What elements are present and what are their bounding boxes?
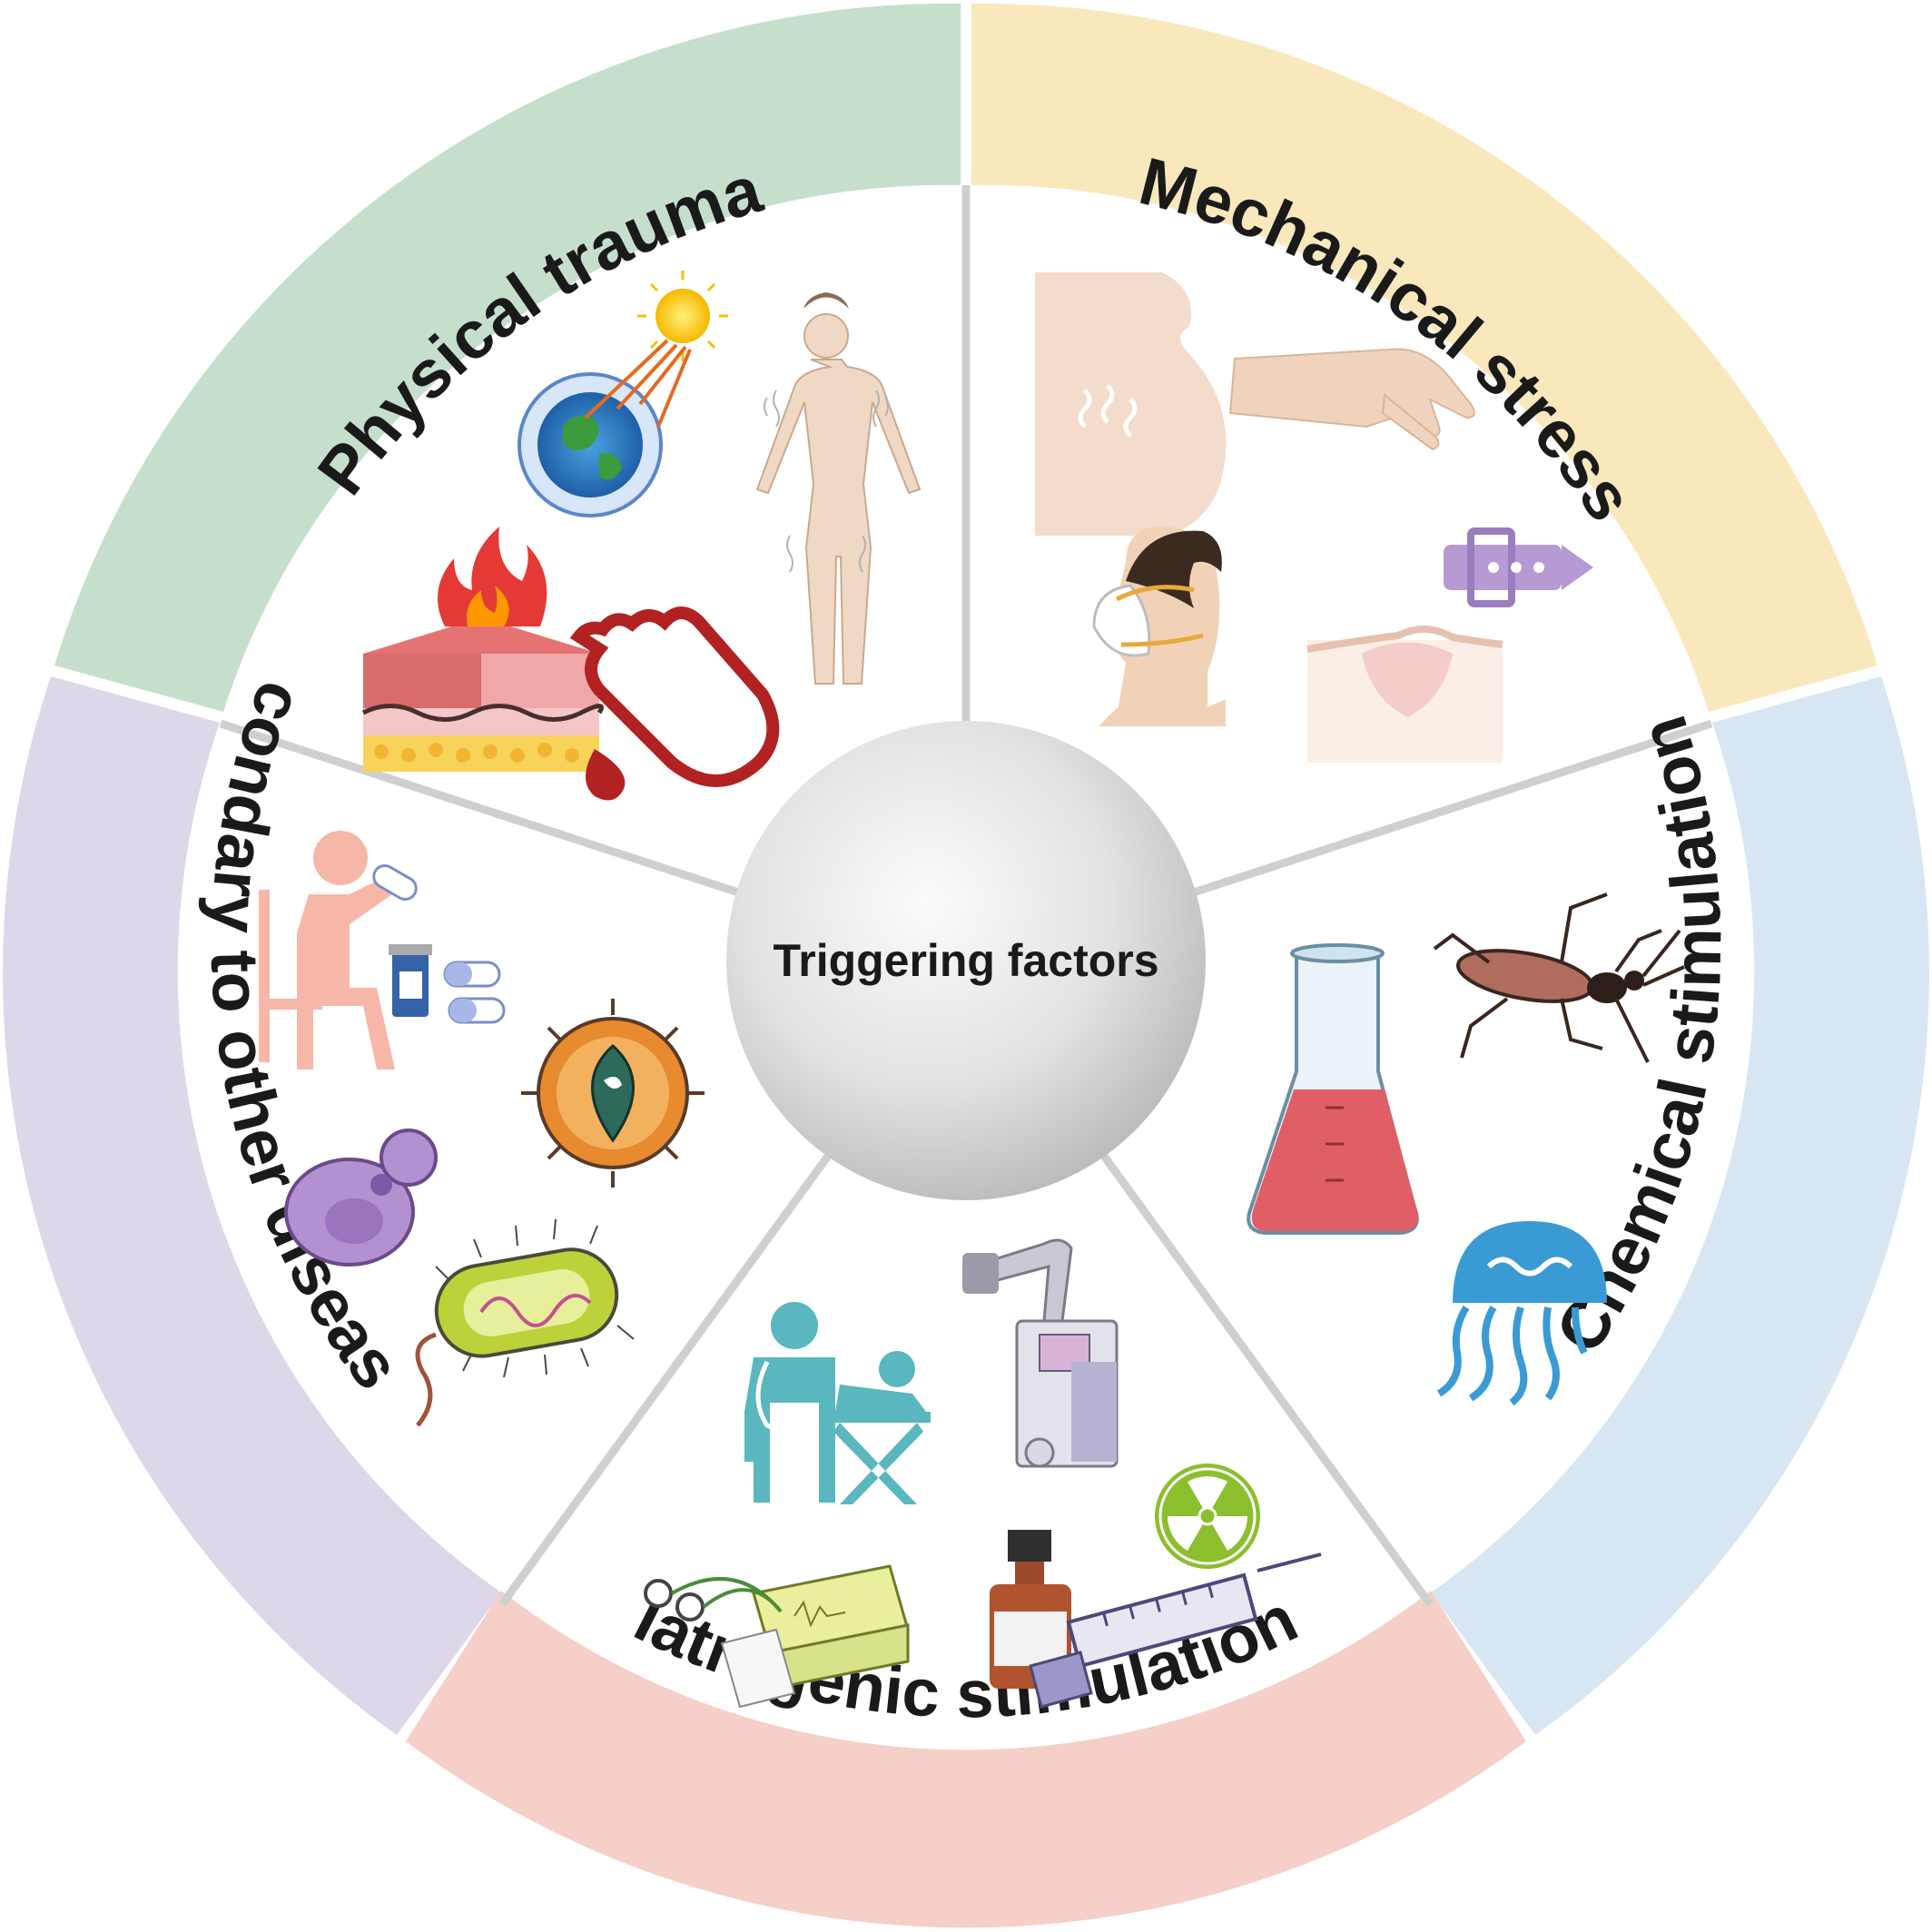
yeast-cell-icon [284, 1129, 438, 1267]
x-ray-machine-icon [962, 1238, 1119, 1468]
syringe-icon [1029, 1552, 1322, 1709]
chemical-icons [1247, 892, 1685, 1406]
face-mask-icon [1092, 527, 1226, 726]
center-hub: Triggering factors [726, 721, 1206, 1200]
outer-ring [3, 3, 1929, 1928]
sector-band-iatrogenic [406, 1591, 1526, 1928]
radiation-icon [1155, 1464, 1260, 1569]
sector-band-chemical [1431, 676, 1929, 1735]
jellyfish-icon [1436, 1221, 1607, 1406]
center-hub-sphere [726, 721, 1206, 1200]
sector-dividers [219, 185, 1713, 1607]
insect-icon [1433, 892, 1685, 1063]
iatrogenic-icons [644, 1238, 1322, 1709]
physical-icons [361, 271, 922, 801]
person-taking-pill-icon [259, 831, 395, 1070]
scratching-hand-icon [1228, 348, 1475, 451]
sector-band-secondary [3, 676, 502, 1735]
sector-band-mechanical [971, 3, 1878, 712]
mechanical-icons [1035, 272, 1593, 763]
sector-band-physical [54, 3, 961, 713]
skin-lesion-icon [1306, 625, 1503, 763]
virus-icon [521, 999, 705, 1188]
flask-icon [1247, 943, 1419, 1235]
doctor-patient-icon [744, 1302, 931, 1504]
bacterium-icon [415, 1218, 635, 1427]
sun-radiation-earth-icon [518, 271, 728, 518]
pill-bottle-icon [372, 864, 506, 1024]
medicine-vial-icon [990, 1530, 1071, 1689]
bleeding-hand-icon [569, 606, 780, 801]
human-body-cold-icon [755, 292, 922, 685]
secondary-icons [259, 831, 705, 1427]
pregnant-belly-icon [1035, 272, 1227, 536]
burned-skin-icon [361, 527, 604, 772]
center-hub-label: Triggering factors [773, 935, 1158, 986]
belt-buckle-icon [1444, 527, 1593, 607]
ecg-machine-icon [644, 1564, 910, 1709]
